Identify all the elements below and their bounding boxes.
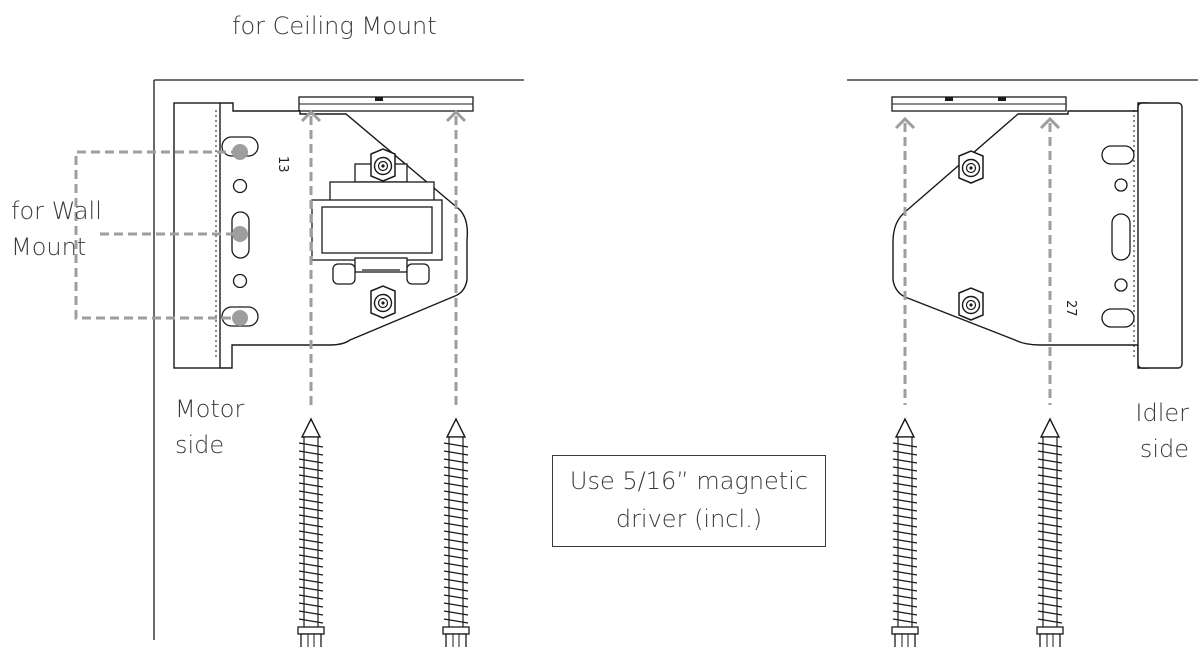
idler-bracket-body <box>892 102 1148 369</box>
wall-mount-label: for Wall Mount <box>11 197 102 261</box>
driver-note-box: Use 5/16” magnetic driver (incl.) <box>552 455 826 547</box>
ceiling-mount-guides-right <box>903 123 1052 405</box>
idler-mount-plate <box>1137 102 1183 369</box>
idler-side-label: Idler side <box>1135 399 1189 463</box>
hex-bolt-icon <box>370 285 396 319</box>
motor-side-bracket: 13 <box>153 79 524 640</box>
motor-side-label: Motor side <box>175 395 245 459</box>
hex-bolt-icon <box>370 148 396 182</box>
hex-bolt-icon <box>958 150 984 184</box>
lag-screw-icon <box>1036 418 1064 647</box>
lag-screw-icon <box>297 418 325 647</box>
driver-note-text: Use 5/16” magnetic driver (incl.) <box>569 467 809 533</box>
right-bracket-part-number: 27 <box>1063 300 1078 317</box>
ceiling-mount-guides-left <box>309 116 458 405</box>
hex-bolt-icon <box>958 287 984 321</box>
wall-mount-guides <box>74 150 240 320</box>
left-bracket-part-number: 13 <box>275 156 290 173</box>
ceiling-mount-label: for Ceiling Mount <box>232 12 437 40</box>
idler-side-bracket: 27 <box>847 79 1198 369</box>
lag-screw-icon <box>891 418 919 647</box>
wall-mount-dots <box>232 144 248 326</box>
lag-screw-icon <box>442 418 470 647</box>
